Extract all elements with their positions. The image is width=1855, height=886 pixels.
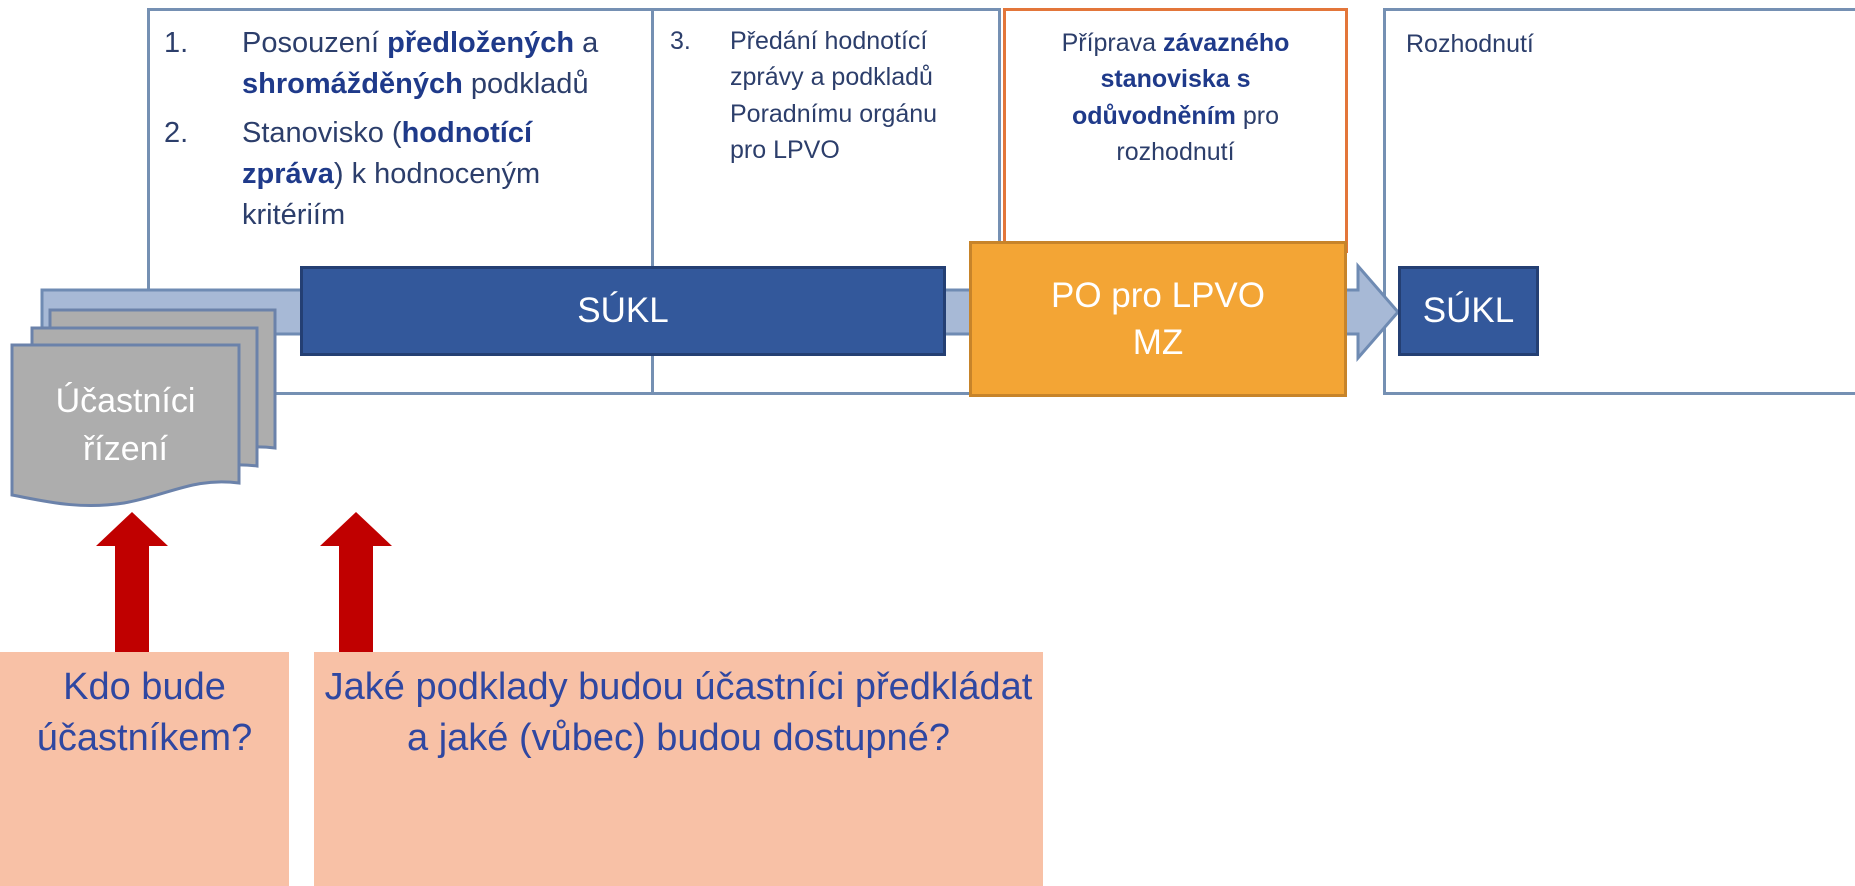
red-arrow-1	[96, 512, 168, 657]
item-number: 1.	[164, 27, 189, 59]
item-number: 2.	[164, 117, 189, 149]
question-participant-box: Kdo bude účastníkem?	[0, 652, 289, 886]
stage-panel-binding-opinion: Příprava závazného stanoviska s odůvodně…	[1003, 8, 1348, 253]
red-arrow-2	[320, 512, 392, 657]
handover-item-3: 3. Předání hodnotící zprávy a podkladů P…	[670, 23, 1000, 213]
question-documents-box: Jaké podklady budou účastníci předkládat…	[314, 652, 1043, 886]
participants-document-icon	[10, 308, 277, 508]
sukl-end-box: SÚKL	[1398, 266, 1539, 356]
participants-label: Účastníci řízení	[55, 382, 196, 468]
binding-opinion-text: Příprava závazného stanoviska s odůvodně…	[1061, 29, 1290, 166]
po-lpvo-mz-box: PO pro LPVO MZ	[969, 241, 1347, 397]
assessment-item-2: 2. Stanovisko (hodnotící zpráva) k hodno…	[164, 113, 644, 253]
po-label-line2: MZ	[1132, 323, 1184, 362]
stage-panel-decision: Rozhodnutí	[1383, 8, 1855, 395]
sukl-main-bar: SÚKL	[300, 266, 946, 356]
assessment-item-1: 1. Posouzení předložených a shromážděnýc…	[164, 23, 644, 118]
po-label-line1: PO pro LPVO	[1051, 275, 1265, 315]
item-number: 3.	[670, 27, 691, 55]
decision-label: Rozhodnutí	[1406, 30, 1534, 58]
